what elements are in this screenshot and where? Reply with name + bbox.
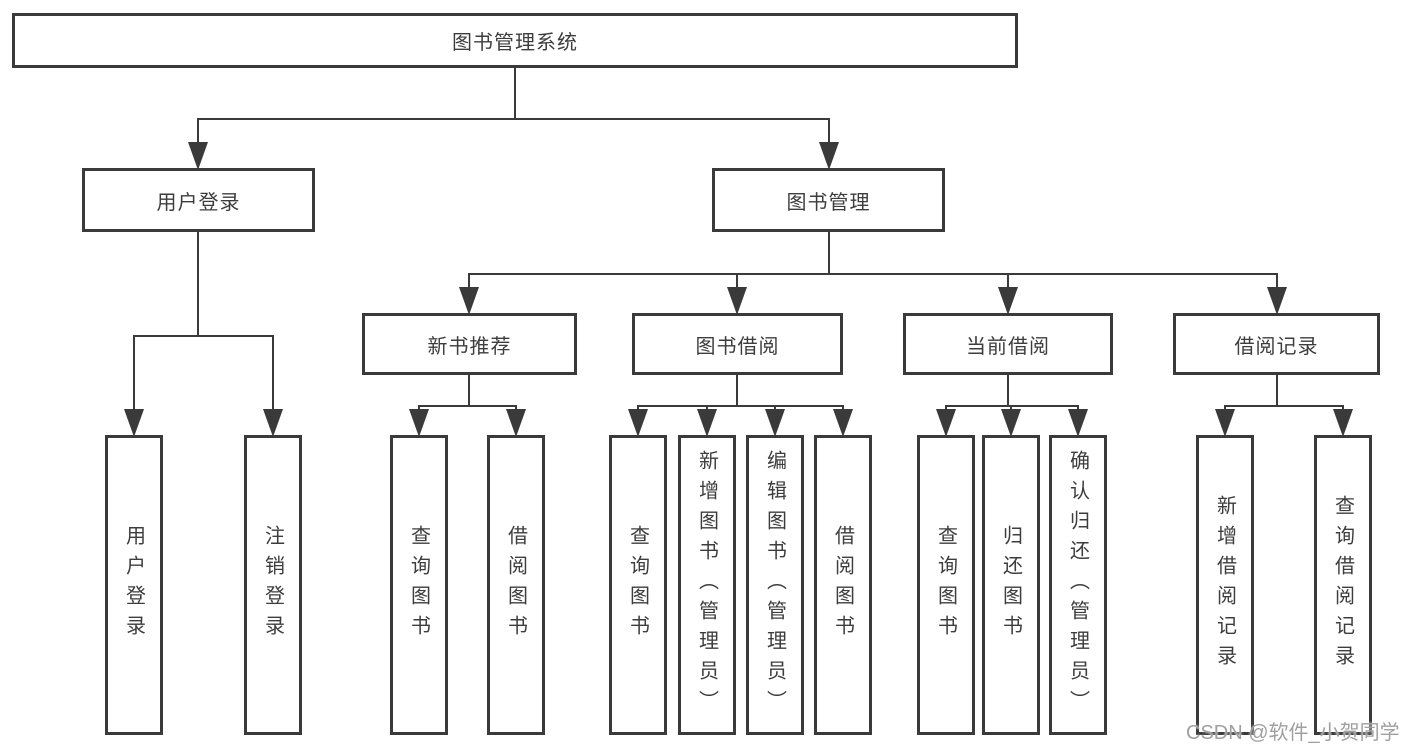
arrow-down-icon [409,409,429,437]
connector-line [515,405,517,411]
leaf-query-books-recommend: 查询图书 [390,435,448,735]
node-book-borrow: 图书借阅 [632,313,843,375]
node-borrow-records: 借阅记录 [1173,313,1380,375]
connector-line [774,405,776,411]
arrow-down-icon [697,409,717,437]
node-new-book-recommend: 新书推荐 [362,313,577,375]
arrow-down-icon [1333,409,1353,437]
arrow-down-icon [506,409,526,437]
connector-line [1276,273,1278,289]
arrow-down-icon [765,409,785,437]
leaf-user-login: 用户登录 [105,435,163,735]
arrow-down-icon [124,409,144,437]
connector-line [828,232,830,273]
connector-line [1342,405,1344,411]
leaf-edit-book-admin-label: 编辑图书（管理员） [763,450,786,720]
leaf-borrow-books-label: 借阅图书 [831,525,854,645]
connector-line [828,118,830,144]
node-current-borrow: 当前借阅 [903,313,1113,375]
leaf-user-login-label: 用户登录 [122,525,145,645]
leaf-add-book-admin-label: 新增图书（管理员） [695,450,718,720]
leaf-borrow-books-recommend-label: 借阅图书 [504,525,527,645]
arrow-down-icon [628,409,648,437]
arrow-down-icon [727,287,747,315]
arrow-down-icon [833,409,853,437]
arrow-down-icon [1001,409,1021,437]
connector-line [945,405,1079,407]
leaf-logout: 注销登录 [244,435,302,735]
connector-line [637,405,639,411]
connector-line [418,405,420,411]
arrow-down-icon [188,142,208,170]
leaf-return-book-label: 归还图书 [999,525,1022,645]
connector-line [1007,375,1009,405]
leaf-borrow-books-recommend: 借阅图书 [487,435,545,735]
connector-line [468,375,470,405]
connector-line [706,405,708,411]
connector-line [1276,375,1278,405]
node-book-borrow-label: 图书借阅 [695,335,780,358]
connector-line [133,335,274,337]
connector-line [945,405,947,411]
connector-line [468,273,1278,275]
connector-line [637,405,844,407]
leaf-query-books-borrow-label: 查询图书 [626,525,649,645]
arrow-down-icon [936,409,956,437]
node-book-management: 图书管理 [712,168,945,232]
node-borrow-records-label: 借阅记录 [1234,335,1319,358]
leaf-add-borrow-record-label: 新增借阅记录 [1213,495,1236,675]
leaf-logout-label: 注销登录 [261,525,284,645]
arrow-down-icon [459,287,479,315]
leaf-query-books-borrow: 查询图书 [609,435,667,735]
connector-line [197,232,199,335]
connector-line [272,335,274,411]
connector-line [197,118,830,120]
connector-line [842,405,844,411]
connector-line [514,68,516,118]
leaf-confirm-return-admin-label: 确认归还（管理员） [1066,450,1089,720]
connector-line [468,273,470,289]
arrow-down-icon [1068,409,1088,437]
node-root-label: 图书管理系统 [452,32,578,54]
arrow-down-icon [998,287,1018,315]
leaf-query-books-current: 查询图书 [917,435,975,735]
connector-line [133,335,135,411]
leaf-query-books-current-label: 查询图书 [934,525,957,645]
arrow-down-icon [819,142,839,170]
leaf-query-borrow-record: 查询借阅记录 [1314,435,1372,735]
arrow-down-icon [263,409,283,437]
connector-line [1007,273,1009,289]
arrow-down-icon [1215,409,1235,437]
leaf-query-books-recommend-label: 查询图书 [407,525,430,645]
leaf-add-borrow-record: 新增借阅记录 [1196,435,1254,735]
arrow-down-icon [1267,287,1287,315]
leaf-return-book: 归还图书 [982,435,1040,735]
connector-line [1224,405,1226,411]
connector-line [1077,405,1079,411]
node-user-login: 用户登录 [82,168,315,232]
node-book-management-label: 图书管理 [786,191,871,214]
leaf-query-borrow-record-label: 查询借阅记录 [1331,495,1354,675]
connector-line [736,375,738,405]
connector-line [418,405,517,407]
leaf-add-book-admin: 新增图书（管理员） [678,435,736,735]
watermark: CSDN @软件_小贺同学 [1186,722,1400,744]
node-current-borrow-label: 当前借阅 [966,335,1050,358]
connector-line [1224,405,1344,407]
node-root: 图书管理系统 [12,13,1018,68]
leaf-borrow-books: 借阅图书 [814,435,872,735]
connector-line [736,273,738,289]
connector-line [1010,405,1012,411]
connector-line [197,118,199,144]
node-new-book-recommend-label: 新书推荐 [427,335,512,358]
node-user-login-label: 用户登录 [156,191,241,214]
leaf-edit-book-admin: 编辑图书（管理员） [746,435,804,735]
leaf-confirm-return-admin: 确认归还（管理员） [1049,435,1107,735]
